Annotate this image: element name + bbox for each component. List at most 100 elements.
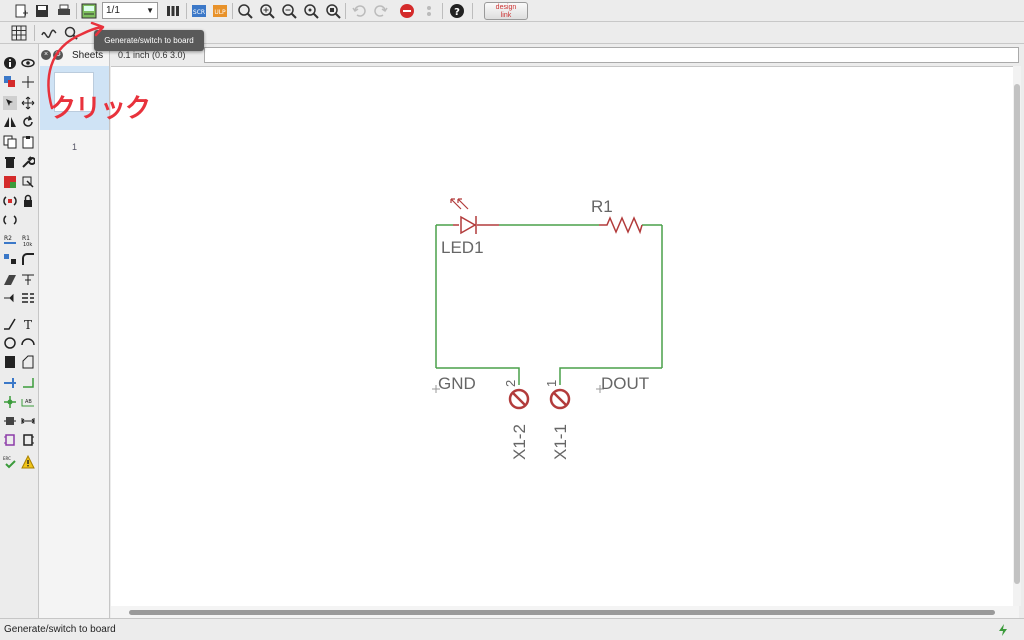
pin-x1-1 — [549, 388, 571, 410]
status-message: Generate/switch to board — [4, 624, 116, 635]
module-icon[interactable] — [20, 432, 36, 448]
redo-icon[interactable] — [372, 2, 390, 20]
mirror-icon[interactable] — [2, 114, 18, 130]
close-icon[interactable]: × — [41, 50, 51, 60]
select-icon[interactable] — [2, 95, 18, 111]
wrench-icon[interactable] — [20, 154, 36, 170]
zoom-out-icon[interactable] — [280, 2, 298, 20]
pin2-number: 2 — [503, 380, 518, 387]
sheet-thumbnail[interactable]: 1 — [40, 66, 109, 152]
circle-icon[interactable] — [2, 335, 18, 351]
zoom-redraw-icon[interactable] — [302, 2, 320, 20]
svg-text:AB: AB — [25, 399, 32, 405]
pin1-name: X1-1 — [551, 424, 570, 460]
svg-text:10k: 10k — [23, 242, 32, 247]
sheet-selector[interactable]: 1/1 ▼ — [102, 2, 158, 19]
text-icon[interactable]: T — [20, 316, 36, 332]
arc-icon[interactable] — [20, 335, 36, 351]
horizontal-scrollbar[interactable] — [111, 606, 1019, 618]
print-icon[interactable] — [55, 2, 73, 20]
zoom-in-icon[interactable] — [258, 2, 276, 20]
name-icon[interactable]: R2 — [2, 232, 18, 248]
annotation-label: クリック — [50, 94, 151, 124]
lightning-icon[interactable] — [996, 623, 1010, 637]
parameter-toolbar — [0, 22, 1024, 44]
polygon-icon[interactable] — [20, 354, 36, 370]
junction-icon[interactable] — [2, 394, 18, 410]
chevron-down-icon: ▼ — [146, 6, 154, 15]
info-icon[interactable] — [2, 55, 18, 71]
svg-text:R2: R2 — [4, 235, 12, 242]
split-icon[interactable] — [2, 271, 18, 287]
replace-icon[interactable] — [20, 174, 36, 190]
swap-icon[interactable] — [2, 212, 18, 228]
delete-icon[interactable] — [2, 154, 18, 170]
wire-style-icon[interactable] — [40, 24, 58, 42]
save-icon[interactable] — [33, 2, 51, 20]
resistor-symbol — [599, 216, 643, 235]
origin-cross-dout — [596, 385, 604, 393]
svg-text:ERC: ERC — [3, 456, 11, 461]
annotation-arrow — [47, 21, 105, 110]
paste-icon[interactable] — [20, 134, 36, 150]
rectangle-icon[interactable] — [2, 354, 18, 370]
pin-x1-2 — [508, 388, 530, 410]
zoom-select-icon[interactable] — [324, 2, 342, 20]
svg-text:?: ? — [454, 7, 460, 18]
resistor-name: R1 — [591, 197, 613, 216]
status-bar: Generate/switch to board — [0, 618, 1024, 640]
frame-icon[interactable] — [2, 432, 18, 448]
led-arrows — [450, 198, 469, 210]
help-icon[interactable]: ? — [448, 2, 466, 20]
attribute-icon[interactable] — [2, 413, 18, 429]
copy-icon[interactable] — [2, 134, 18, 150]
mark-icon[interactable] — [20, 74, 36, 90]
label-icon[interactable]: AB — [20, 394, 36, 410]
pin2-name: X1-2 — [510, 424, 529, 460]
svg-text:ULP: ULP — [214, 9, 226, 16]
ulp-icon[interactable]: ULP — [211, 2, 229, 20]
vertical-scroll-thumb[interactable] — [1014, 84, 1020, 584]
show-icon[interactable] — [20, 55, 36, 71]
sheet-selector-value: 1/1 — [106, 5, 120, 16]
align-icon[interactable] — [20, 290, 36, 306]
net-icon[interactable] — [2, 374, 18, 390]
svg-text:SCR: SCR — [193, 9, 205, 16]
grid-icon[interactable] — [10, 24, 28, 42]
led-symbol — [453, 215, 499, 235]
add-part-icon[interactable] — [2, 174, 18, 190]
schematic-drawing: R1 LED1 GND DOUT 2 1 X1-2 X1-1 — [432, 197, 663, 460]
wire-dout — [559, 367, 662, 385]
settings-icon[interactable]: ⚙ — [53, 50, 63, 60]
go-icon[interactable] — [420, 2, 438, 20]
route-icon[interactable] — [2, 290, 18, 306]
schematic-canvas[interactable]: R1 LED1 GND DOUT 2 1 X1-2 X1-1 — [111, 66, 1019, 606]
rotate-icon[interactable] — [20, 114, 36, 130]
optimize-icon[interactable] — [20, 271, 36, 287]
miter-icon[interactable] — [20, 251, 36, 267]
layers-icon[interactable] — [164, 2, 182, 20]
move-icon[interactable] — [20, 95, 36, 111]
script-icon[interactable]: SCR — [190, 2, 208, 20]
new-file-icon[interactable] — [12, 2, 30, 20]
command-input[interactable] — [204, 47, 1019, 63]
display-layers-icon[interactable] — [2, 74, 18, 90]
erc-icon[interactable]: ERC — [2, 454, 18, 470]
warning-icon[interactable] — [20, 454, 36, 470]
bus-icon[interactable] — [20, 374, 36, 390]
zoom-fit-icon[interactable] — [236, 2, 254, 20]
board-switch-icon[interactable] — [80, 2, 98, 20]
smash-icon[interactable] — [2, 251, 18, 267]
line-icon[interactable] — [2, 316, 18, 332]
lock-icon[interactable] — [20, 193, 36, 209]
stop-icon[interactable] — [398, 2, 416, 20]
dimension-icon[interactable] — [20, 413, 36, 429]
horizontal-scroll-thumb[interactable] — [129, 610, 995, 615]
invoke-icon[interactable] — [2, 193, 18, 209]
vertical-scrollbar[interactable] — [1013, 66, 1021, 606]
undo-icon[interactable] — [350, 2, 368, 20]
sheet-preview — [54, 72, 94, 112]
